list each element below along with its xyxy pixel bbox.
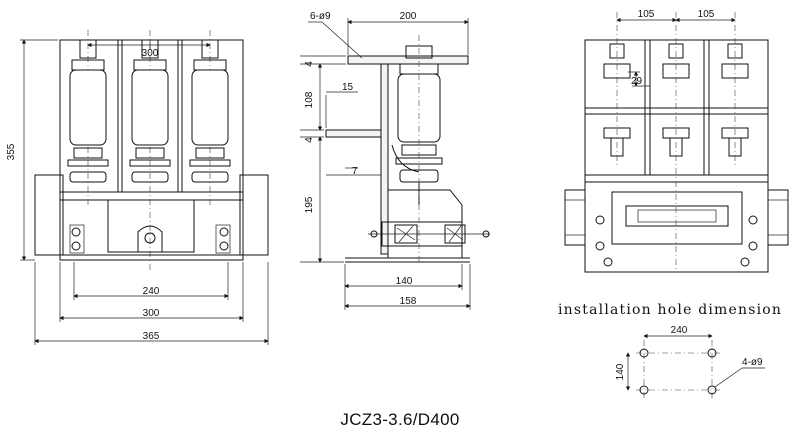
- side-dim-200: 200: [400, 11, 417, 22]
- side-dim-140: 140: [396, 276, 413, 287]
- rear-dim-105-left: 105: [638, 9, 655, 20]
- side-dim-4a: 4: [304, 61, 315, 67]
- rear-view: [564, 12, 789, 273]
- side-dim-7: 7: [352, 166, 358, 177]
- side-view: [300, 18, 490, 310]
- side-dim-158: 158: [400, 296, 417, 307]
- rear-dim-29: 29: [631, 76, 643, 87]
- front-dim-300: 300: [143, 308, 160, 319]
- side-dim-15: 15: [342, 82, 354, 93]
- front-pole-3: [189, 39, 231, 183]
- front-view: [20, 30, 269, 345]
- front-right-foot: [239, 174, 269, 256]
- rear-dim-105-right: 105: [698, 9, 715, 20]
- front-dim-365: 365: [143, 331, 160, 342]
- front-left-foot: [34, 174, 64, 256]
- front-dim-240: 240: [143, 286, 160, 297]
- install-dim-240: 240: [671, 325, 688, 336]
- install-title: installation hole dimension: [558, 302, 783, 318]
- front-pole-2: [129, 39, 171, 183]
- side-dim-195: 195: [304, 196, 315, 213]
- install-dim-holes: 4-ø9: [742, 357, 763, 368]
- front-pole-1: [67, 39, 109, 183]
- install-view: [625, 333, 765, 398]
- side-dim-4b: 4: [304, 137, 315, 143]
- drawing-caption: JCZ3-3.6/D400: [340, 410, 460, 429]
- side-dim-hole: 6-ø9: [310, 11, 331, 22]
- side-dim-108: 108: [304, 91, 315, 108]
- front-dim-355: 355: [6, 143, 17, 160]
- install-dim-140: 140: [615, 363, 626, 380]
- front-dim-300-top: 300: [142, 48, 159, 59]
